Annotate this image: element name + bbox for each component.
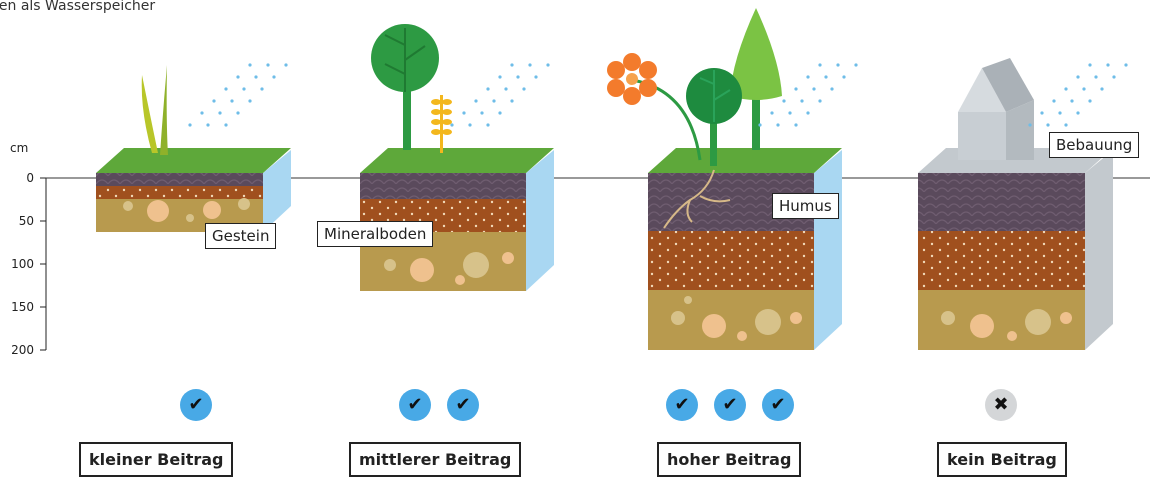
check-icon: ✔: [447, 389, 479, 421]
check-icon: ✔: [399, 389, 431, 421]
contribution-badge-3: hoher Beitrag: [657, 442, 802, 477]
check-icon: ✔: [762, 389, 794, 421]
tick-label-50: 50: [18, 214, 34, 228]
check-icon: ✔: [180, 389, 212, 421]
label-bebauung: Bebauung: [1049, 132, 1140, 158]
tick-label-0: 0: [26, 171, 34, 185]
cross-icon: ✖: [985, 389, 1017, 421]
axis-unit: cm: [10, 141, 29, 155]
check-icon: ✔: [714, 389, 746, 421]
rain: [188, 63, 1128, 127]
y-axis: [40, 177, 47, 351]
label-humus: Humus: [772, 193, 839, 219]
tick-label-150: 150: [11, 300, 34, 314]
check-icon: ✔: [666, 389, 698, 421]
tick-label-200: 200: [11, 343, 34, 357]
soil-block-4: [918, 58, 1113, 350]
contribution-badge-1: kleiner Beitrag: [79, 442, 234, 477]
label-gestein: Gestein: [205, 223, 277, 249]
soil-block-3: [607, 8, 842, 350]
diagram-title: den als Wasserspeicher: [0, 0, 156, 14]
tick-label-100: 100: [11, 257, 34, 271]
label-mineralboden: Mineralboden: [317, 221, 434, 247]
soil-block-2: [360, 24, 554, 291]
